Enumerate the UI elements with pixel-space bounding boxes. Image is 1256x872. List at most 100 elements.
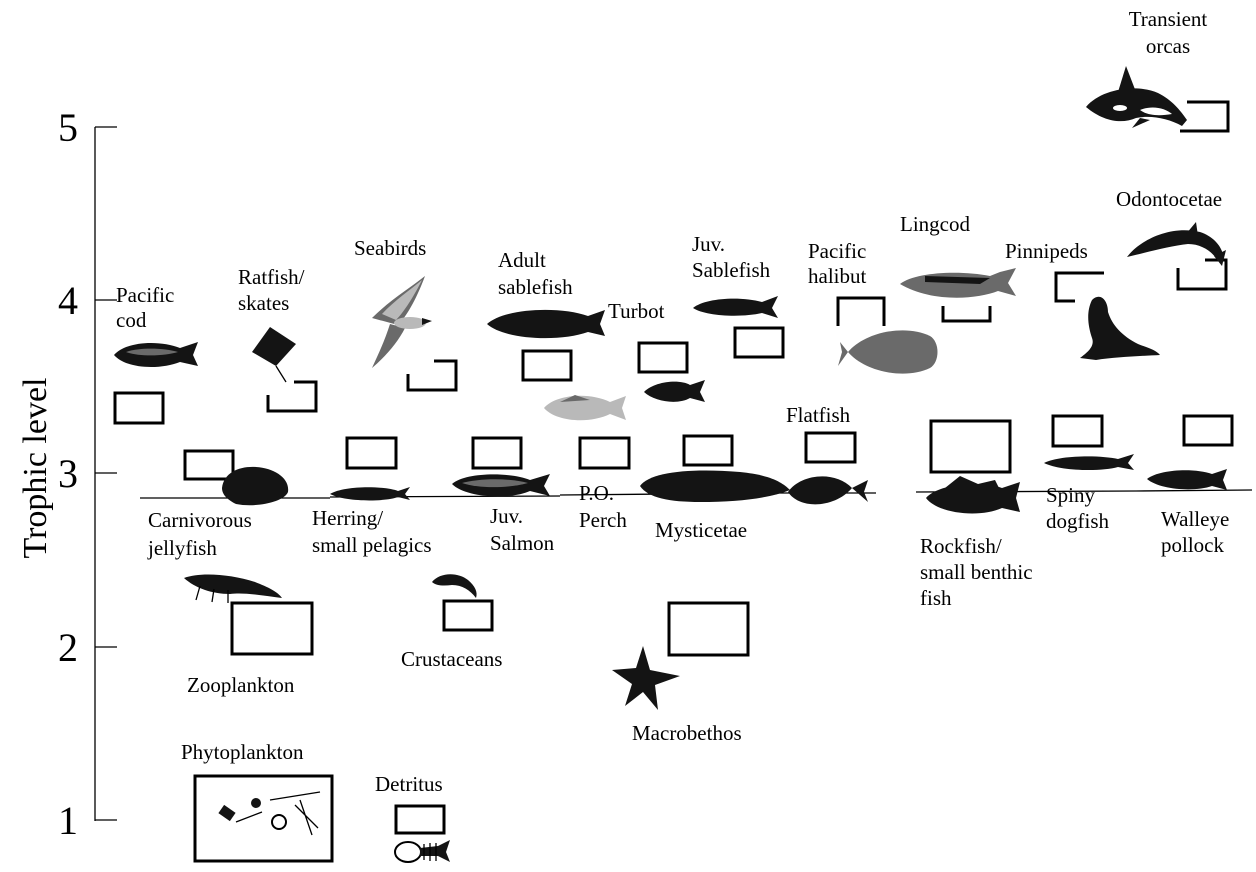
- label-line: Herring/: [312, 506, 383, 530]
- box-zooplankton: [230, 601, 314, 656]
- whale-icon: [640, 470, 790, 502]
- label-line: jellyfish: [147, 536, 217, 560]
- flatfish-icon: [788, 476, 868, 505]
- orca-icon: [1086, 66, 1187, 128]
- label-flatfish: Flatfish: [786, 403, 851, 427]
- label-transient-orcas: Transient orcas: [1129, 7, 1208, 58]
- phytoplankton-icon: [218, 791, 321, 836]
- label-lingcod: Lingcod: [900, 212, 970, 236]
- label-juv-salmon: Juv.Salmon: [490, 504, 555, 555]
- tick-label-1: 1: [58, 798, 78, 843]
- box-turbot: [637, 341, 689, 374]
- tick-label-4: 4: [58, 278, 78, 323]
- label-line: Perch: [579, 508, 627, 532]
- label-odontocetae: Odontocetae: [1116, 187, 1222, 211]
- label-zooplankton: Zooplankton: [187, 673, 295, 697]
- krill-icon: [184, 574, 282, 603]
- label-line: Adult: [498, 248, 546, 272]
- jellyfish-icon: [222, 466, 289, 506]
- box-herring: [345, 436, 398, 470]
- baseline-segment: [1135, 489, 1253, 492]
- label-herring: Herring/small pelagics: [312, 506, 432, 557]
- label-line: Transient: [1129, 7, 1208, 31]
- label-line: Walleye: [1161, 507, 1229, 531]
- box-pacific-cod: [113, 391, 165, 425]
- label-turbot: Turbot: [608, 299, 665, 323]
- label-line: Macrobethos: [632, 721, 742, 745]
- tick-label-5: 5: [58, 105, 78, 150]
- label-line: Salmon: [490, 531, 555, 555]
- axis-title: Trophic level: [17, 377, 54, 558]
- label-line: Pacific: [116, 283, 174, 307]
- lingcod-icon: [900, 268, 1016, 298]
- label-line: Crustaceans: [401, 647, 502, 671]
- label-line: Seabirds: [354, 236, 426, 260]
- bracket-ratfish: [266, 380, 318, 413]
- label-line: orcas: [1146, 34, 1190, 58]
- turbot-icon: [644, 380, 705, 402]
- label-line: fish: [920, 586, 952, 610]
- label-line: Pacific: [808, 239, 866, 263]
- label-line: Flatfish: [786, 403, 851, 427]
- label-po-perch: P.O. Perch: [579, 481, 627, 532]
- label-line: halibut: [808, 264, 866, 288]
- label-line: small benthic: [920, 560, 1033, 584]
- starfish-icon: [612, 646, 680, 710]
- box-crustaceans: [442, 599, 494, 632]
- label-detritus: Detritus: [375, 772, 443, 796]
- label-line: Mysticetae: [655, 518, 747, 542]
- label-line: Sablefish: [692, 258, 771, 282]
- label-carnivorous-jellyfish: Carnivorous jellyfish: [147, 508, 252, 560]
- box-phytoplankton: [193, 774, 334, 863]
- label-line: Detritus: [375, 772, 443, 796]
- bracket-seabirds: [406, 359, 458, 392]
- label-line: Pinnipeds: [1005, 239, 1088, 263]
- label-line: P.O.: [579, 481, 614, 505]
- label-line: pollock: [1161, 533, 1224, 557]
- bracket-odontocetae: [1176, 258, 1228, 291]
- box-juv-sablefish: [733, 326, 785, 359]
- label-line: Ratfish/: [238, 265, 305, 289]
- label-line: Rockfish/: [920, 534, 1002, 558]
- pollock-icon: [1147, 469, 1227, 490]
- label-seabirds: Seabirds: [354, 236, 426, 260]
- label-line: cod: [116, 308, 147, 332]
- tick-label-2: 2: [58, 625, 78, 670]
- dolphin-icon: [1127, 222, 1226, 266]
- box-rockfish: [929, 419, 1012, 474]
- halibut-icon: [838, 330, 938, 374]
- cod-icon: [114, 342, 198, 368]
- label-line: Juv.: [692, 232, 725, 256]
- seal-icon: [1080, 296, 1160, 360]
- y-axis: 5 4 3 2 1 Trophic level: [17, 105, 117, 843]
- label-ratfish-skates: Ratfish/skates: [238, 265, 305, 315]
- label-line: Lingcod: [900, 212, 970, 236]
- bracket-lingcod: [941, 306, 992, 323]
- dead-fish-icon: [394, 840, 450, 863]
- shrimp-icon: [432, 574, 477, 598]
- box-detritus: [394, 804, 446, 835]
- bracket-halibut: [836, 296, 886, 326]
- box-macrobethos: [667, 601, 750, 657]
- label-line: Odontocetae: [1116, 187, 1222, 211]
- label-phytoplankton: Phytoplankton: [181, 740, 304, 764]
- label-line: Carnivorous: [148, 508, 252, 532]
- label-crustaceans: Crustaceans: [401, 647, 502, 671]
- group-labels: Transient orcasOdontocetaeLingcodPinniped…: [116, 7, 1229, 796]
- salmon-icon: [452, 474, 550, 497]
- tick-label-3: 3: [58, 451, 78, 496]
- label-line: Phytoplankton: [181, 740, 304, 764]
- box-jellyfish: [183, 449, 235, 481]
- label-boxes: [113, 326, 1234, 863]
- bracket-orcas: [1180, 100, 1230, 133]
- dogfish-icon: [1044, 454, 1134, 471]
- label-line: dogfish: [1046, 509, 1110, 533]
- herring-icon: [330, 487, 410, 501]
